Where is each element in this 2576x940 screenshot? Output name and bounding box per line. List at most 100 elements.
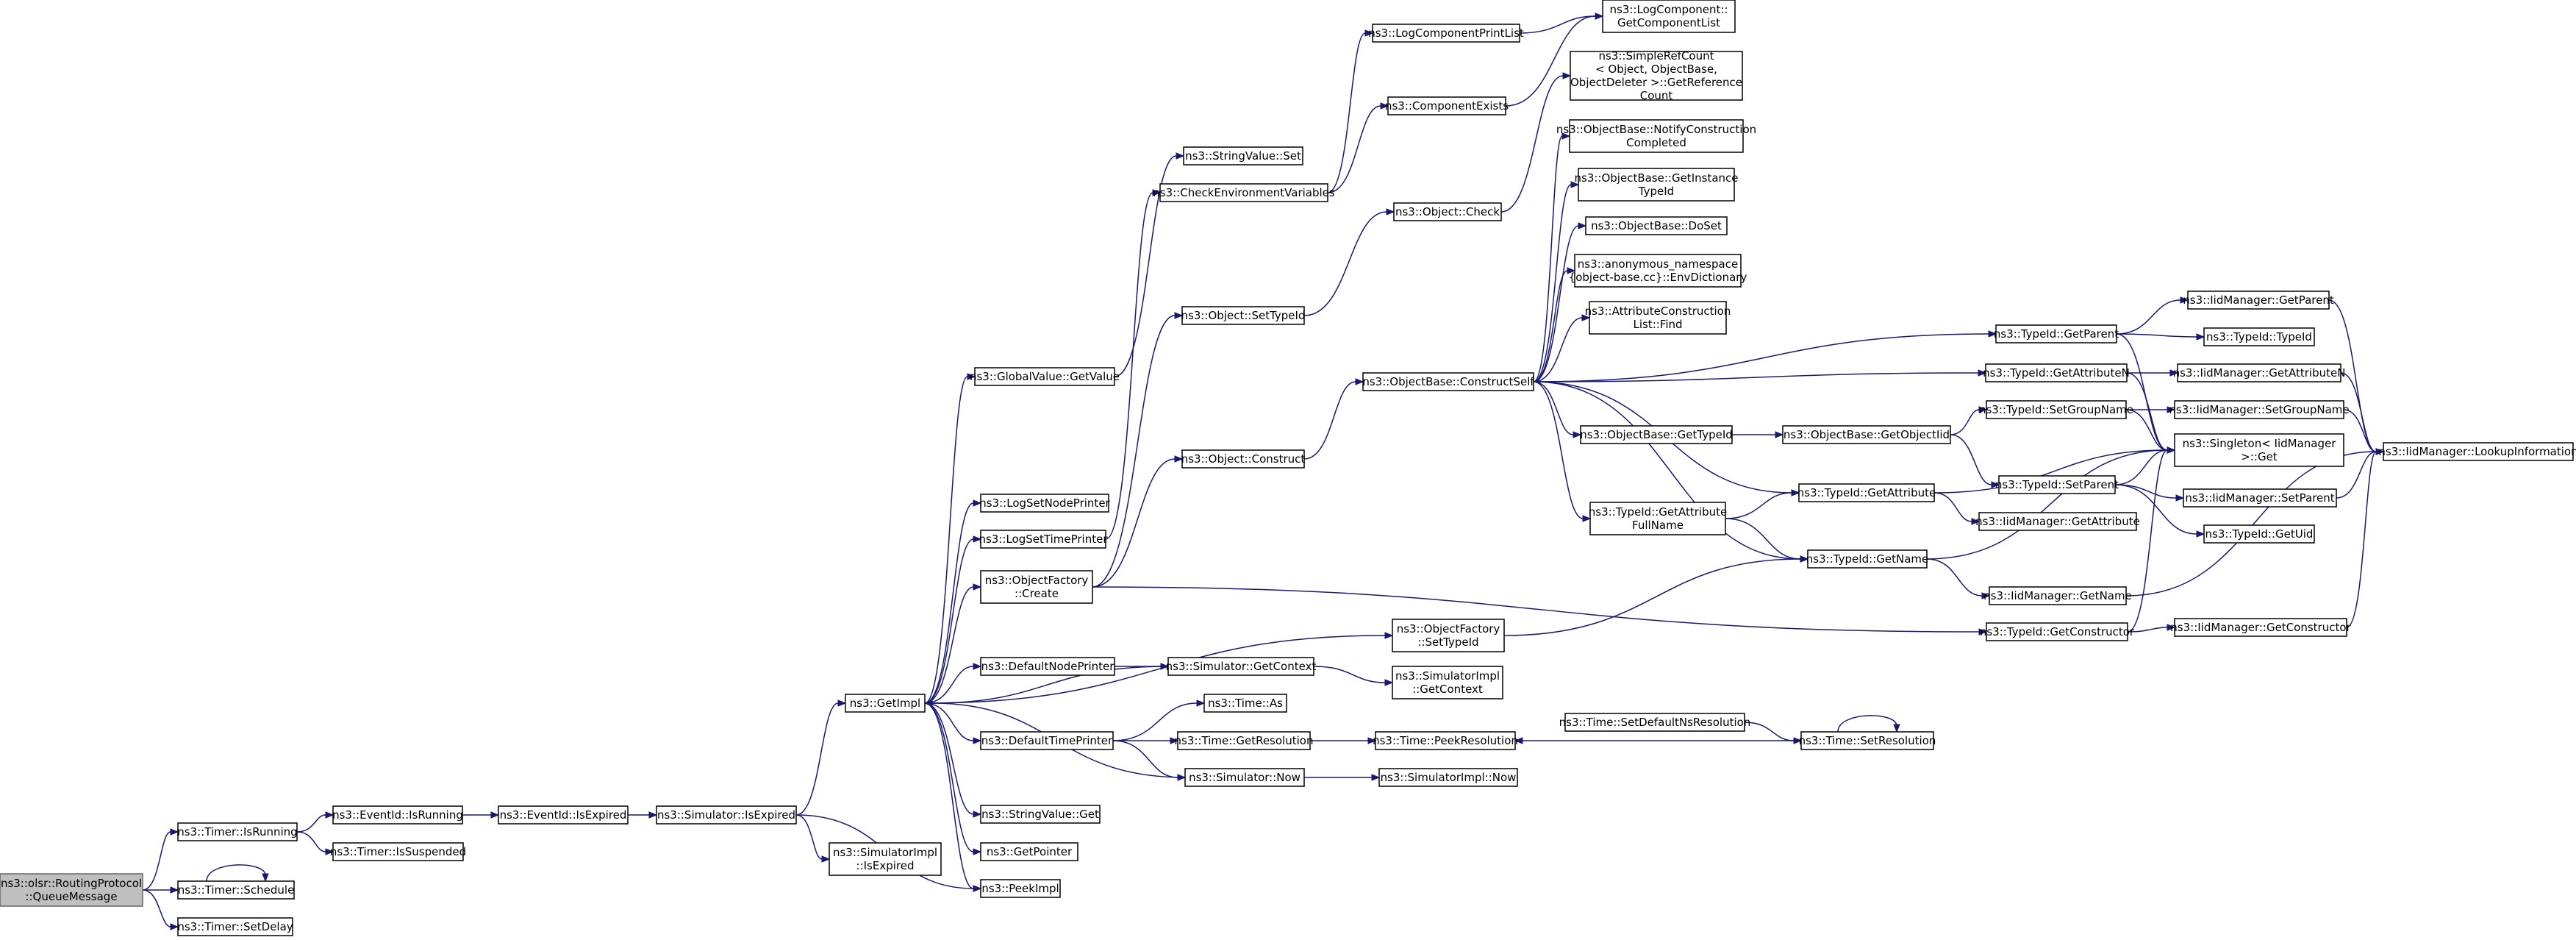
- node-iidmanager-setparent[interactable]: ns3::IidManager::SetParent: [2183, 488, 2337, 508]
- node-iidmanager-setgroupname[interactable]: ns3::IidManager::SetGroupName: [2169, 400, 2350, 419]
- node-simplerefcount[interactable]: ns3::SimpleRefCount< Object, ObjectBase,…: [1570, 49, 1743, 102]
- edge-time_setresolution-to-time_setresolution: [1837, 715, 1900, 733]
- node-time-as[interactable]: ns3::Time::As: [1203, 694, 1287, 713]
- node-label: ns3::LogSetNodePrinter: [979, 496, 1110, 510]
- node-iidmanager-lookup[interactable]: ns3::IidManager::LookupInformation: [2378, 442, 2576, 461]
- node-time-getresolution[interactable]: ns3::Time::GetResolution: [1175, 731, 1314, 750]
- node-stringvalue-get[interactable]: ns3::StringValue::Get: [980, 805, 1101, 824]
- node-lognodeprinter[interactable]: ns3::LogSetNodePrinter: [979, 494, 1111, 513]
- node-logcomponent-getlist[interactable]: ns3::LogComponent::GetComponentList: [1602, 0, 1736, 33]
- edge-typeid_getname-to-singleton_get: [1926, 446, 2176, 560]
- node-label: ns3::LogSetTimePrinter: [978, 533, 1108, 546]
- edge-simulator_now-to-simulatorimpl_now: [1304, 774, 1381, 781]
- node-iidmanager-getconstructor[interactable]: ns3::IidManager::GetConstructor: [2170, 618, 2352, 637]
- edge-getimpl-to-logtimeprinter: [924, 535, 982, 704]
- node-typeid-getattribute[interactable]: ns3::TypeId::GetAttribute: [1797, 483, 1936, 502]
- node-label: Count: [1640, 89, 1673, 102]
- node-iidmanager-getname[interactable]: ns3::IidManager::GetName: [1983, 586, 2132, 605]
- node-simulatorimpl-getcontext[interactable]: ns3::SimulatorImpl::GetContext: [1392, 666, 1503, 699]
- node-label: ns3::anonymous_namespace: [1578, 257, 1738, 271]
- edge-checkenv-to-logcomponentprintlist: [1327, 29, 1374, 193]
- node-simulatorimpl-isexpired[interactable]: ns3::SimulatorImpl::IsExpired: [829, 842, 942, 876]
- node-typeid-getattributen[interactable]: ns3::TypeId::GetAttributeN: [1983, 363, 2130, 382]
- node-checkenv[interactable]: ns3::CheckEnvironmentVariables: [1153, 183, 1335, 202]
- node-simulatorimpl-now[interactable]: ns3::SimulatorImpl::Now: [1378, 768, 1518, 787]
- node-time-peekresolution[interactable]: ns3::Time::PeekResolution: [1373, 731, 1518, 750]
- node-time-setdefaultns[interactable]: ns3::Time::SetDefaultNsResolution: [1559, 713, 1751, 732]
- node-timer-schedule[interactable]: ns3::Timer::Schedule: [177, 880, 295, 900]
- node-label: ns3::Singleton< IidManager: [2183, 437, 2337, 450]
- node-object-check[interactable]: ns3::Object::Check: [1393, 202, 1502, 221]
- node-iidmanager-getattributen[interactable]: ns3::IidManager::GetAttributeN: [2173, 363, 2346, 382]
- node-label: ns3::Object::Construct: [1181, 452, 1306, 466]
- node-iidmanager-getattribute[interactable]: ns3::IidManager::GetAttribute: [1975, 512, 2140, 531]
- node-label: ns3::TypeId::GetName: [1806, 552, 1928, 566]
- edge-typeid_getconstructor-to-singleton_get: [2127, 446, 2176, 633]
- node-defaulttimeprinter[interactable]: ns3::DefaultTimePrinter: [980, 731, 1114, 750]
- node-stringvalue-set[interactable]: ns3::StringValue::Set: [1183, 146, 1303, 165]
- node-label: ns3::Time::As: [1208, 697, 1283, 710]
- node-simulator-isexpired[interactable]: ns3::Simulator::IsExpired: [656, 805, 797, 825]
- edge-root-to-timer_schedule: [143, 886, 179, 894]
- node-typeid-getconstructor[interactable]: ns3::TypeId::GetConstructor: [1980, 622, 2135, 641]
- node-timer-issuspended[interactable]: ns3::Timer::IsSuspended: [330, 842, 466, 861]
- node-eventid-isexpired[interactable]: ns3::EventId::IsExpired: [498, 805, 629, 825]
- node-getpointer[interactable]: ns3::GetPointer: [980, 842, 1078, 861]
- edge-globalvalue_getvalue-to-stringvalue_set: [1114, 152, 1185, 377]
- node-typeid-setparent[interactable]: ns3::TypeId::SetParent: [1995, 475, 2119, 494]
- edge-objectfactory_create-to-object_construct: [1092, 455, 1184, 588]
- node-defaultnodeprinter[interactable]: ns3::DefaultNodePrinter: [980, 657, 1115, 676]
- node-label: ns3::TypeId::GetAttributeN: [1983, 366, 2130, 380]
- edge-getimpl-to-defaultnodeprinter: [924, 663, 982, 704]
- node-eventid-isrunning[interactable]: ns3::EventId::IsRunning: [332, 805, 463, 825]
- node-label: ns3::ObjectBase::DoSet: [1591, 219, 1722, 232]
- node-typeid-getparent[interactable]: ns3::TypeId::GetParent: [1994, 324, 2119, 343]
- node-timer-setdelay[interactable]: ns3::Timer::SetDelay: [177, 917, 293, 936]
- edge-objectbase_gettypeid-to-objectbase_getobjectiid: [1732, 431, 1784, 438]
- node-globalvalue-getvalue[interactable]: ns3::GlobalValue::GetValue: [970, 367, 1120, 386]
- node-objectbase-gettypeid[interactable]: ns3::ObjectBase::GetTypeId: [1580, 425, 1733, 444]
- node-simulator-now[interactable]: ns3::Simulator::Now: [1184, 768, 1305, 787]
- node-objectbase-getobjectiid[interactable]: ns3::ObjectBase::GetObjectIid: [1782, 425, 1951, 444]
- node-logcomponentprintlist[interactable]: ns3::LogComponentPrintList: [1368, 24, 1524, 43]
- node-label: ns3::ObjectBase::GetInstance: [1575, 171, 1739, 185]
- node-typeid-getname[interactable]: ns3::TypeId::GetName: [1806, 549, 1928, 569]
- node-objectbase-doset[interactable]: ns3::ObjectBase::DoSet: [1585, 216, 1728, 235]
- node-logtimeprinter[interactable]: ns3::LogSetTimePrinter: [978, 530, 1108, 549]
- node-objectbase-constructself[interactable]: ns3::ObjectBase::ConstructSelf: [1362, 372, 1534, 391]
- edge-typeid_setgroupname-to-iidmanager_setgroupname: [2125, 406, 2176, 413]
- node-anon-envdictionary[interactable]: ns3::anonymous_namespace{object-base.cc}…: [1569, 254, 1747, 288]
- edge-simulator_getcontext-to-simulatorimpl_getcontext: [1313, 666, 1394, 686]
- node-iidmanager-getparent[interactable]: ns3::IidManager::GetParent: [2183, 291, 2334, 310]
- edge-objectbase_getobjectiid-to-typeid_setgroupname: [1950, 406, 1988, 435]
- node-timer-isrunning[interactable]: ns3::Timer::IsRunning: [177, 822, 298, 841]
- node-objectfactory-create[interactable]: ns3::ObjectFactory::Create: [980, 570, 1093, 604]
- node-componentexists[interactable]: ns3::ComponentExists: [1385, 96, 1509, 115]
- edge-typeid_getparent-to-singleton_get: [2116, 333, 2176, 454]
- node-objectbase-notify[interactable]: ns3::ObjectBase::NotifyConstructionCompl…: [1556, 119, 1756, 153]
- node-getimpl[interactable]: ns3::GetImpl: [845, 694, 926, 713]
- node-label: ns3::LogComponent::: [1610, 3, 1728, 16]
- node-label: ns3::IidManager::GetParent: [2183, 293, 2334, 307]
- node-label: ::Create: [1015, 587, 1059, 600]
- edge-typeid_getattrfullname-to-typeid_getname: [1725, 518, 1809, 563]
- node-peekimpl[interactable]: ns3::PeekImpl: [980, 879, 1061, 898]
- node-time-setresolution[interactable]: ns3::Time::SetResolution: [1799, 731, 1936, 750]
- node-label: ns3::IidManager::SetParent: [2185, 491, 2334, 505]
- node-typeid-setgroupname[interactable]: ns3::TypeId::SetGroupName: [1979, 400, 2133, 419]
- node-simulator-getcontext[interactable]: ns3::Simulator::GetContext: [1166, 657, 1317, 676]
- node-singleton-get[interactable]: ns3::Singleton< IidManager >::Get: [2174, 433, 2344, 467]
- edge-objectfactory_create-to-object_settypeid: [1092, 312, 1184, 588]
- node-typeid-typeid[interactable]: ns3::TypeId::TypeId: [2203, 327, 2315, 346]
- node-object-settypeid[interactable]: ns3::Object::SetTypeId: [1181, 306, 1306, 325]
- node-label: ::SetTypeId: [1417, 635, 1478, 649]
- node-label: ns3::ObjectBase::NotifyConstruction: [1556, 123, 1756, 136]
- node-label: ns3::Time::GetResolution: [1175, 734, 1314, 747]
- node-typeid-getuid[interactable]: ns3::TypeId::GetUid: [2203, 524, 2315, 544]
- node-label: ns3::Simulator::Now: [1189, 771, 1300, 784]
- node-object-construct[interactable]: ns3::Object::Construct: [1181, 449, 1306, 469]
- node-objectfactory-settypeid[interactable]: ns3::ObjectFactory::SetTypeId: [1392, 619, 1505, 652]
